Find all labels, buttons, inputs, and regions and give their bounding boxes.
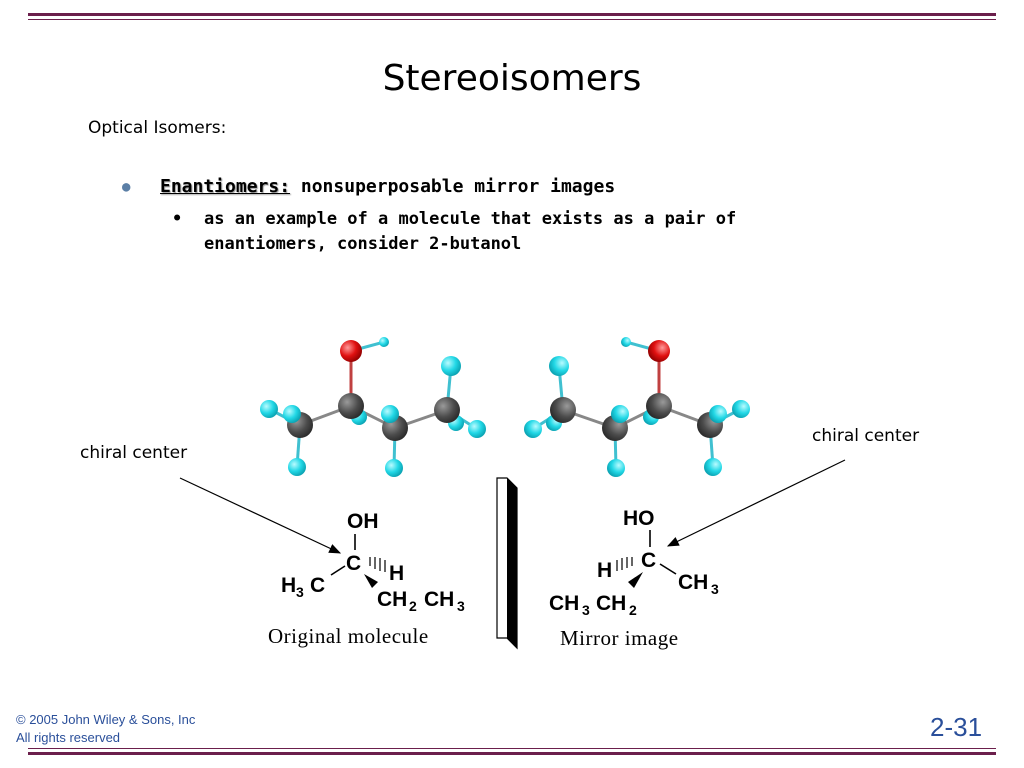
h3c-h: H <box>281 574 296 597</box>
slide-title: Stereoisomers <box>382 58 642 99</box>
ch3-sub: 3 <box>711 581 719 597</box>
hydrogen-label: H <box>597 559 612 582</box>
structural-formula-right: HO C H CH 3 CH 3 CH 2 <box>549 507 719 618</box>
ball-and-stick-model-left <box>260 337 486 477</box>
hydrogen-label: H <box>389 562 404 585</box>
term-enantiomers: Enantiomers: <box>160 176 291 197</box>
wedge-bond <box>628 572 643 588</box>
top-rule <box>28 13 996 16</box>
carbon-atom <box>550 397 576 423</box>
carbon-atom <box>434 397 460 423</box>
mirror-icon <box>496 477 518 650</box>
ch3-sub: 3 <box>457 598 465 614</box>
hydrogen-atom <box>381 405 399 423</box>
oh-group: OH <box>347 510 379 533</box>
ch3-group-2: CH <box>549 592 579 615</box>
copyright-footer: © 2005 John Wiley & Sons, Inc All rights… <box>16 711 195 747</box>
ch2-group: CH <box>377 588 407 611</box>
ch2-sub: 2 <box>409 598 417 614</box>
footer-line-2: All rights reserved <box>16 730 121 745</box>
hydrogen-atom <box>621 337 631 347</box>
ch3-group: CH <box>424 588 454 611</box>
carbon-atom <box>338 393 364 419</box>
sub-bullet-dot-icon: • <box>172 209 183 229</box>
chiral-carbon: C <box>346 552 361 575</box>
chiral-arrow-left <box>179 477 342 554</box>
chiral-arrow-right <box>666 459 846 547</box>
bond-line <box>330 565 346 576</box>
chiral-center-label-left: chiral center <box>80 443 188 463</box>
term-definition: nonsuperposable mirror images <box>290 176 616 197</box>
structural-formula-left: OH C H H 3 C CH 2 CH 3 <box>281 510 465 614</box>
hydrogen-atom <box>260 400 278 418</box>
hydrogen-atom <box>549 356 569 376</box>
ch2-sub: 2 <box>629 602 637 618</box>
chiral-carbon: C <box>641 549 656 572</box>
bond-line <box>659 563 677 575</box>
hydrogen-atom <box>607 459 625 477</box>
hydrogen-atom <box>732 400 750 418</box>
bottom-rule <box>28 752 996 755</box>
h3c-sub: 3 <box>296 584 304 600</box>
top-rule-thin <box>28 19 996 20</box>
ch3-group: CH <box>678 571 708 594</box>
hydrogen-atom <box>441 356 461 376</box>
ball-and-stick-model-right <box>524 337 750 477</box>
hydrogen-atom <box>468 420 486 438</box>
ch3-sub-2: 3 <box>582 602 590 618</box>
chiral-center-label-right: chiral center <box>812 426 920 446</box>
hydrogen-atom <box>709 405 727 423</box>
sub-bullet-text: as an example of a molecule that exists … <box>204 209 737 254</box>
footer-line-1: © 2005 John Wiley & Sons, Inc <box>16 712 196 727</box>
carbon-atom <box>646 393 672 419</box>
oxygen-atom <box>648 340 670 362</box>
hydrogen-atom <box>283 405 301 423</box>
hydrogen-atom <box>524 420 542 438</box>
hydrogen-atom <box>385 459 403 477</box>
hydrogen-atom <box>611 405 629 423</box>
caption-original-molecule: Original molecule <box>268 624 429 648</box>
hydrogen-atom <box>288 458 306 476</box>
caption-mirror-image: Mirror image <box>560 626 679 650</box>
h3c-c: C <box>310 574 325 597</box>
ho-group: HO <box>623 507 655 530</box>
ch2-group: CH <box>596 592 626 615</box>
slide-subtitle: Optical Isomers: <box>88 118 227 138</box>
hydrogen-atom <box>379 337 389 347</box>
wedge-bond <box>364 574 378 588</box>
oxygen-atom <box>340 340 362 362</box>
hydrogen-atom <box>704 458 722 476</box>
bullet-text-line: Enantiomers: nonsuperposable mirror imag… <box>160 176 615 197</box>
page-number: 2-31 <box>930 712 983 742</box>
bullet-dot-icon: ● <box>122 179 131 195</box>
bottom-rule-thin <box>28 748 996 749</box>
